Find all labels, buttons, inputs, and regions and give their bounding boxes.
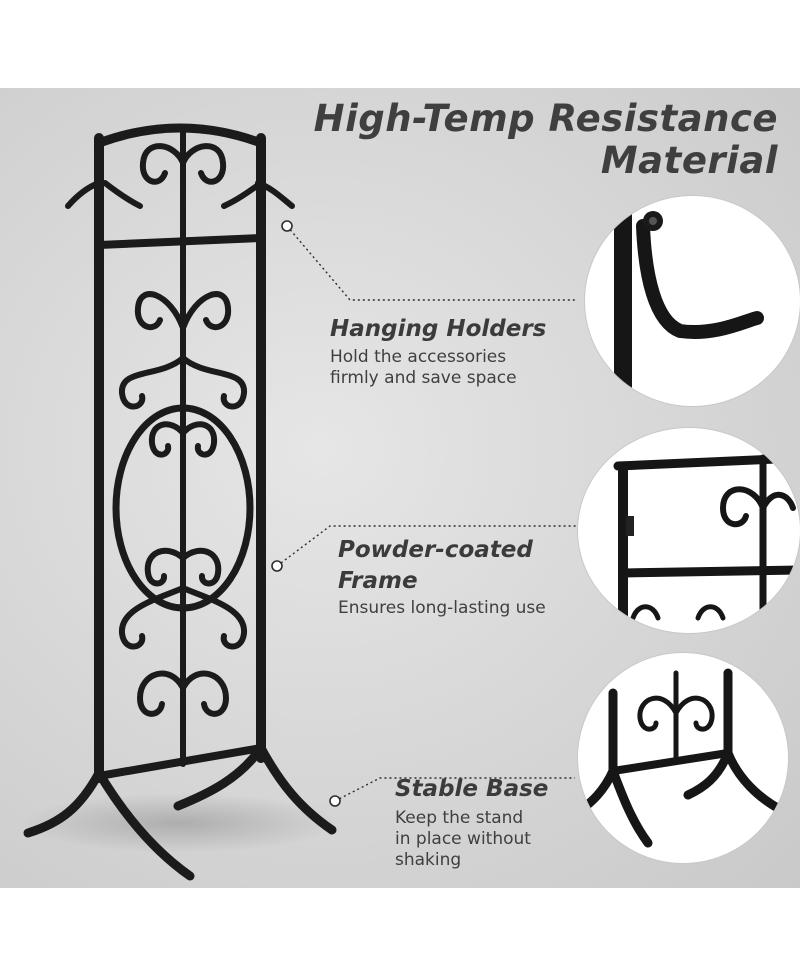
headline-line-2: Material: [600, 139, 778, 182]
feature-desc-line: shaking: [395, 850, 462, 870]
detail-image-base: [578, 653, 788, 863]
detail-image-frame: [578, 428, 800, 633]
feature-title-hanging-holders: Hanging Holders: [330, 316, 547, 342]
feature-title-stable-base: Stable Base: [395, 776, 549, 802]
detail-image-hook: [585, 196, 800, 406]
headline-line-1: High-Temp Resistance: [313, 97, 778, 140]
log-rack-stand-image: [20, 123, 340, 881]
feature-desc-line: Keep the stand: [395, 808, 524, 828]
feature-desc-line: firmly and save space: [330, 368, 517, 388]
feature-desc-line: Hold the accessories: [330, 347, 507, 367]
headline: High-Temp Resistance Material: [314, 98, 778, 182]
feature-title-line: Frame: [338, 568, 418, 594]
feature-desc-stable-base: Keep the stand in place without shaking: [395, 808, 531, 871]
feature-desc-line: Ensures long-lasting use: [338, 598, 546, 618]
feature-title-powder-coated-frame: Powder-coated Frame: [338, 535, 533, 597]
product-image-panel: High-Temp Resistance Material Hanging Ho…: [0, 88, 800, 888]
feature-title-line: Powder-coated: [338, 537, 533, 563]
feature-desc-hanging-holders: Hold the accessories firmly and save spa…: [330, 347, 517, 389]
feature-desc-powder-coated-frame: Ensures long-lasting use: [338, 598, 546, 619]
feature-desc-line: in place without: [395, 829, 531, 849]
